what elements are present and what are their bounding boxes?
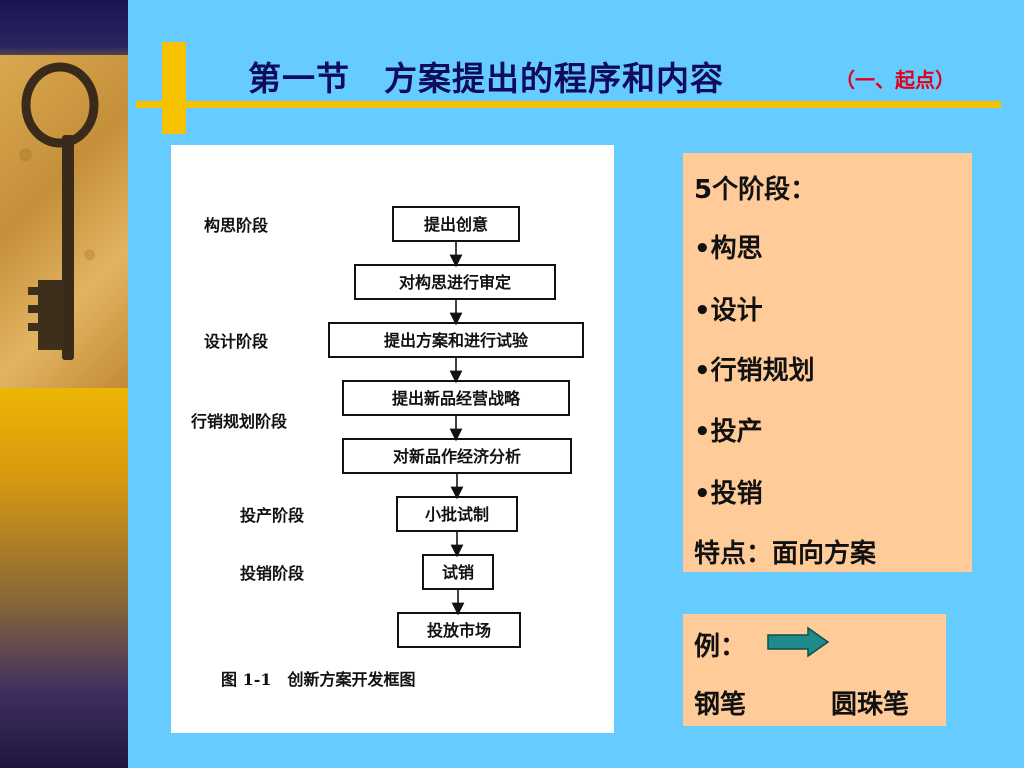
stage-label-marketing: 行销规划阶段 [190,412,288,431]
title-underline [136,101,1001,108]
stage-item-trial-sale: •投销 [694,479,763,509]
slide-title: 第一节 方案提出的程序和内容 [248,59,724,98]
key-photo [0,55,128,388]
flowchart-figure: 构思阶段 设计阶段 行销规划阶段 投产阶段 投销阶段 提出创意 对构思进行审定 … [171,145,614,733]
step-label: 小批试制 [425,505,489,524]
stage-item-concept: •构思 [694,234,763,264]
stage-label-design: 设计阶段 [204,332,269,351]
step-label: 对构思进行审定 [399,273,511,292]
key-icon [21,62,99,360]
stage-label-concept: 构思阶段 [204,216,269,235]
example-to: 圆珠笔 [831,690,910,720]
step-box-launch: 投放市场 [397,612,521,648]
stages-feature: 特点：面向方案 [694,539,877,569]
step-label: 提出创意 [424,215,488,234]
step-box-trial-sale: 试销 [422,554,494,590]
step-box-analysis: 对新品作经济分析 [342,438,572,474]
step-box-idea: 提出创意 [392,206,520,242]
stage-label-production: 投产阶段 [240,506,305,525]
example-label: 例： [694,632,747,662]
step-box-pilot: 小批试制 [396,496,518,532]
stage-label-trial-sale: 投销阶段 [240,564,305,583]
stage-item-marketing: •行销规划 [694,356,815,386]
step-label: 投放市场 [427,621,491,640]
step-label: 提出新品经营战略 [392,389,521,408]
figure-caption: 图 1-1 创新方案开发框图 [221,670,415,689]
flow-arrows [449,241,465,616]
step-label: 提出方案和进行试验 [384,331,529,350]
step-box-review: 对构思进行审定 [354,264,556,300]
step-label: 试销 [442,563,474,582]
example-from: 钢笔 [694,690,747,720]
title-accent-bar [162,42,186,134]
stage-item-design: •设计 [694,296,763,326]
stage-item-production: •投产 [694,417,763,447]
arrow-right-icon [767,626,830,658]
step-label: 对新品作经济分析 [393,447,521,466]
step-box-proposal: 提出方案和进行试验 [328,322,584,358]
step-box-strategy: 提出新品经营战略 [342,380,570,416]
stages-info-box: 5个阶段： •构思 •设计 •行销规划 •投产 •投销 特点：面向方案 [683,153,972,572]
slide-subtitle: （一、起点） [835,68,955,92]
stages-heading: 5个阶段： [694,175,817,205]
